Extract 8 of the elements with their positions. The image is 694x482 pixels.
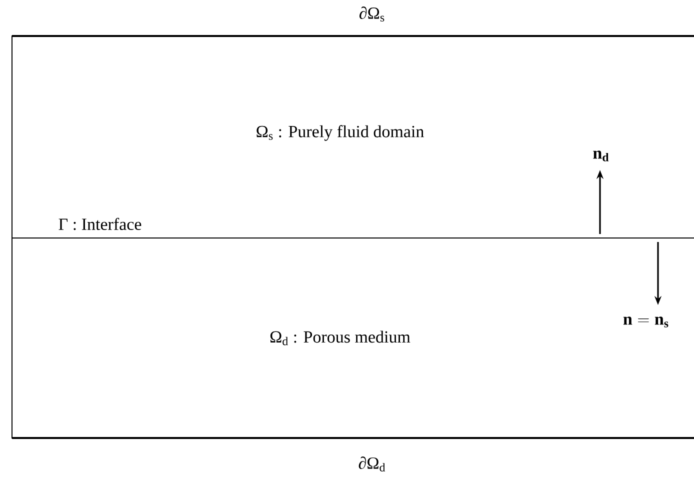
boundary-label: ∂Ω$_{d}$ <box>358 456 386 472</box>
interface-label: Γ : Interface <box>58 218 142 230</box>
region-label: Ω$_{s}$ : Purely fluid domain <box>256 125 424 141</box>
boundary-label: ∂Ω$_{s}$ <box>359 6 384 22</box>
normal-label: $\mathbf{n}_\mathbf{d}$ <box>593 150 609 162</box>
domain-region <box>12 238 694 438</box>
region-label: Ω$_{d}$ : Porous medium <box>270 330 410 346</box>
normal-label: $\mathbf{n} = \mathbf{n}_\mathbf{s}$ <box>623 316 668 328</box>
